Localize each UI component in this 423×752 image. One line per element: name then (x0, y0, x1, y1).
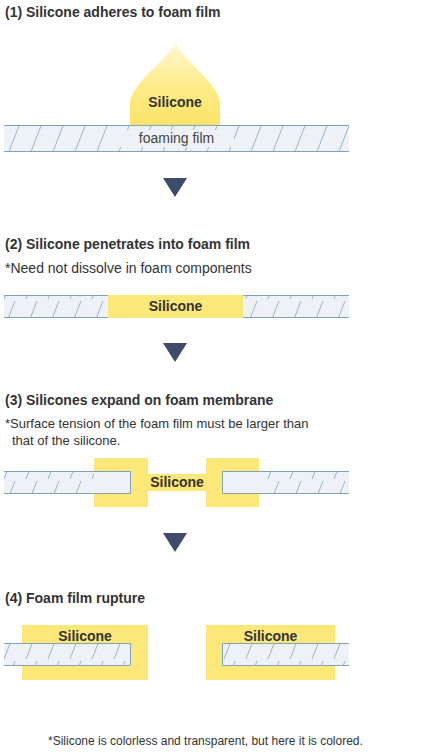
step-heading: (3) Silicones expand on foam membrane (5, 391, 415, 409)
film-edge (4, 151, 349, 152)
step-heading: (4) Foam film rupture (5, 589, 415, 607)
foam-film (222, 643, 349, 666)
foam-film: foaming film (4, 125, 349, 152)
step-note: *Need not dissolve in foam components (5, 259, 415, 277)
film-label: foaming film (119, 130, 234, 147)
foam-film (222, 471, 349, 494)
step-note: *Surface tension of the foam film must b… (5, 415, 322, 449)
down-arrow (163, 343, 187, 362)
silicone-label: Silicone (58, 628, 112, 645)
silicone-region: Silicone (22, 625, 148, 680)
silicone-region: Silicone (108, 295, 243, 318)
film-edge (4, 125, 349, 126)
down-arrow (163, 533, 187, 552)
silicone-label: Silicone (149, 298, 203, 315)
foam-film (4, 471, 131, 494)
step-heading: (1) Silicone adheres to foam film (5, 3, 415, 21)
step-heading: (2) Silicone penetrates into foam film (5, 235, 415, 253)
down-arrow (163, 178, 187, 197)
drop-shape (128, 42, 222, 125)
silicone-drop (130, 42, 220, 125)
silicone-label: Silicone (150, 474, 204, 491)
silicone-region: Silicone (148, 474, 206, 491)
silicone-label: Silicone (148, 94, 202, 111)
silicone-drop: Silicone (128, 42, 222, 125)
footnote: *Silicone is colorless and transparent, … (48, 733, 422, 749)
foam-film (4, 643, 131, 666)
film-hatch (4, 125, 349, 152)
silicone-region: Silicone (206, 625, 335, 680)
foam-film (4, 295, 349, 318)
silicone-label: Silicone (244, 628, 298, 645)
film-fill (4, 125, 349, 152)
